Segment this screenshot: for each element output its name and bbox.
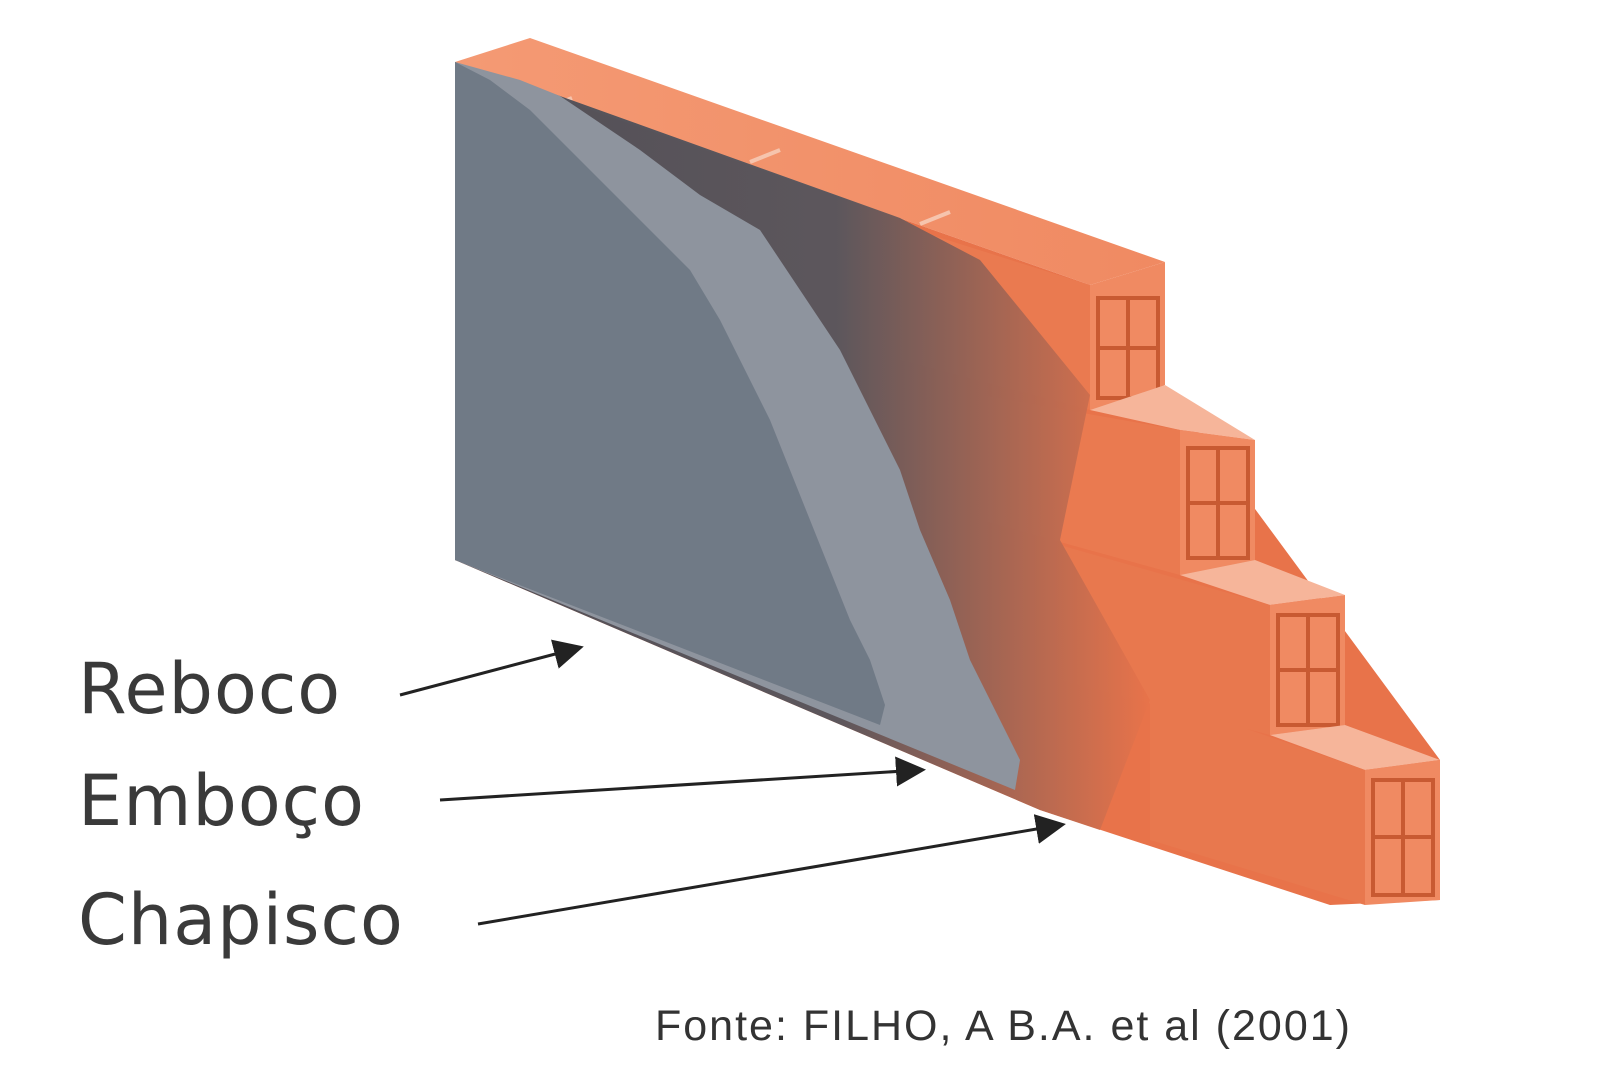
- emboco-label: Emboço: [78, 760, 365, 842]
- source-caption: Fonte: FILHO, A B.A. et al (2001): [655, 1002, 1352, 1050]
- reboco-label: Reboco: [78, 648, 342, 730]
- brick-end-4: [1365, 760, 1440, 905]
- emboco-arrow: [439, 756, 926, 802]
- chapisco-label: Chapisco: [78, 879, 404, 961]
- brick-end-2: [1180, 430, 1255, 575]
- brick-end-3: [1270, 595, 1345, 735]
- reboco-arrow: [399, 639, 584, 697]
- reboco-layer: [455, 62, 885, 725]
- chapisco-arrow: [477, 814, 1066, 926]
- brick-end-1: [1090, 262, 1165, 410]
